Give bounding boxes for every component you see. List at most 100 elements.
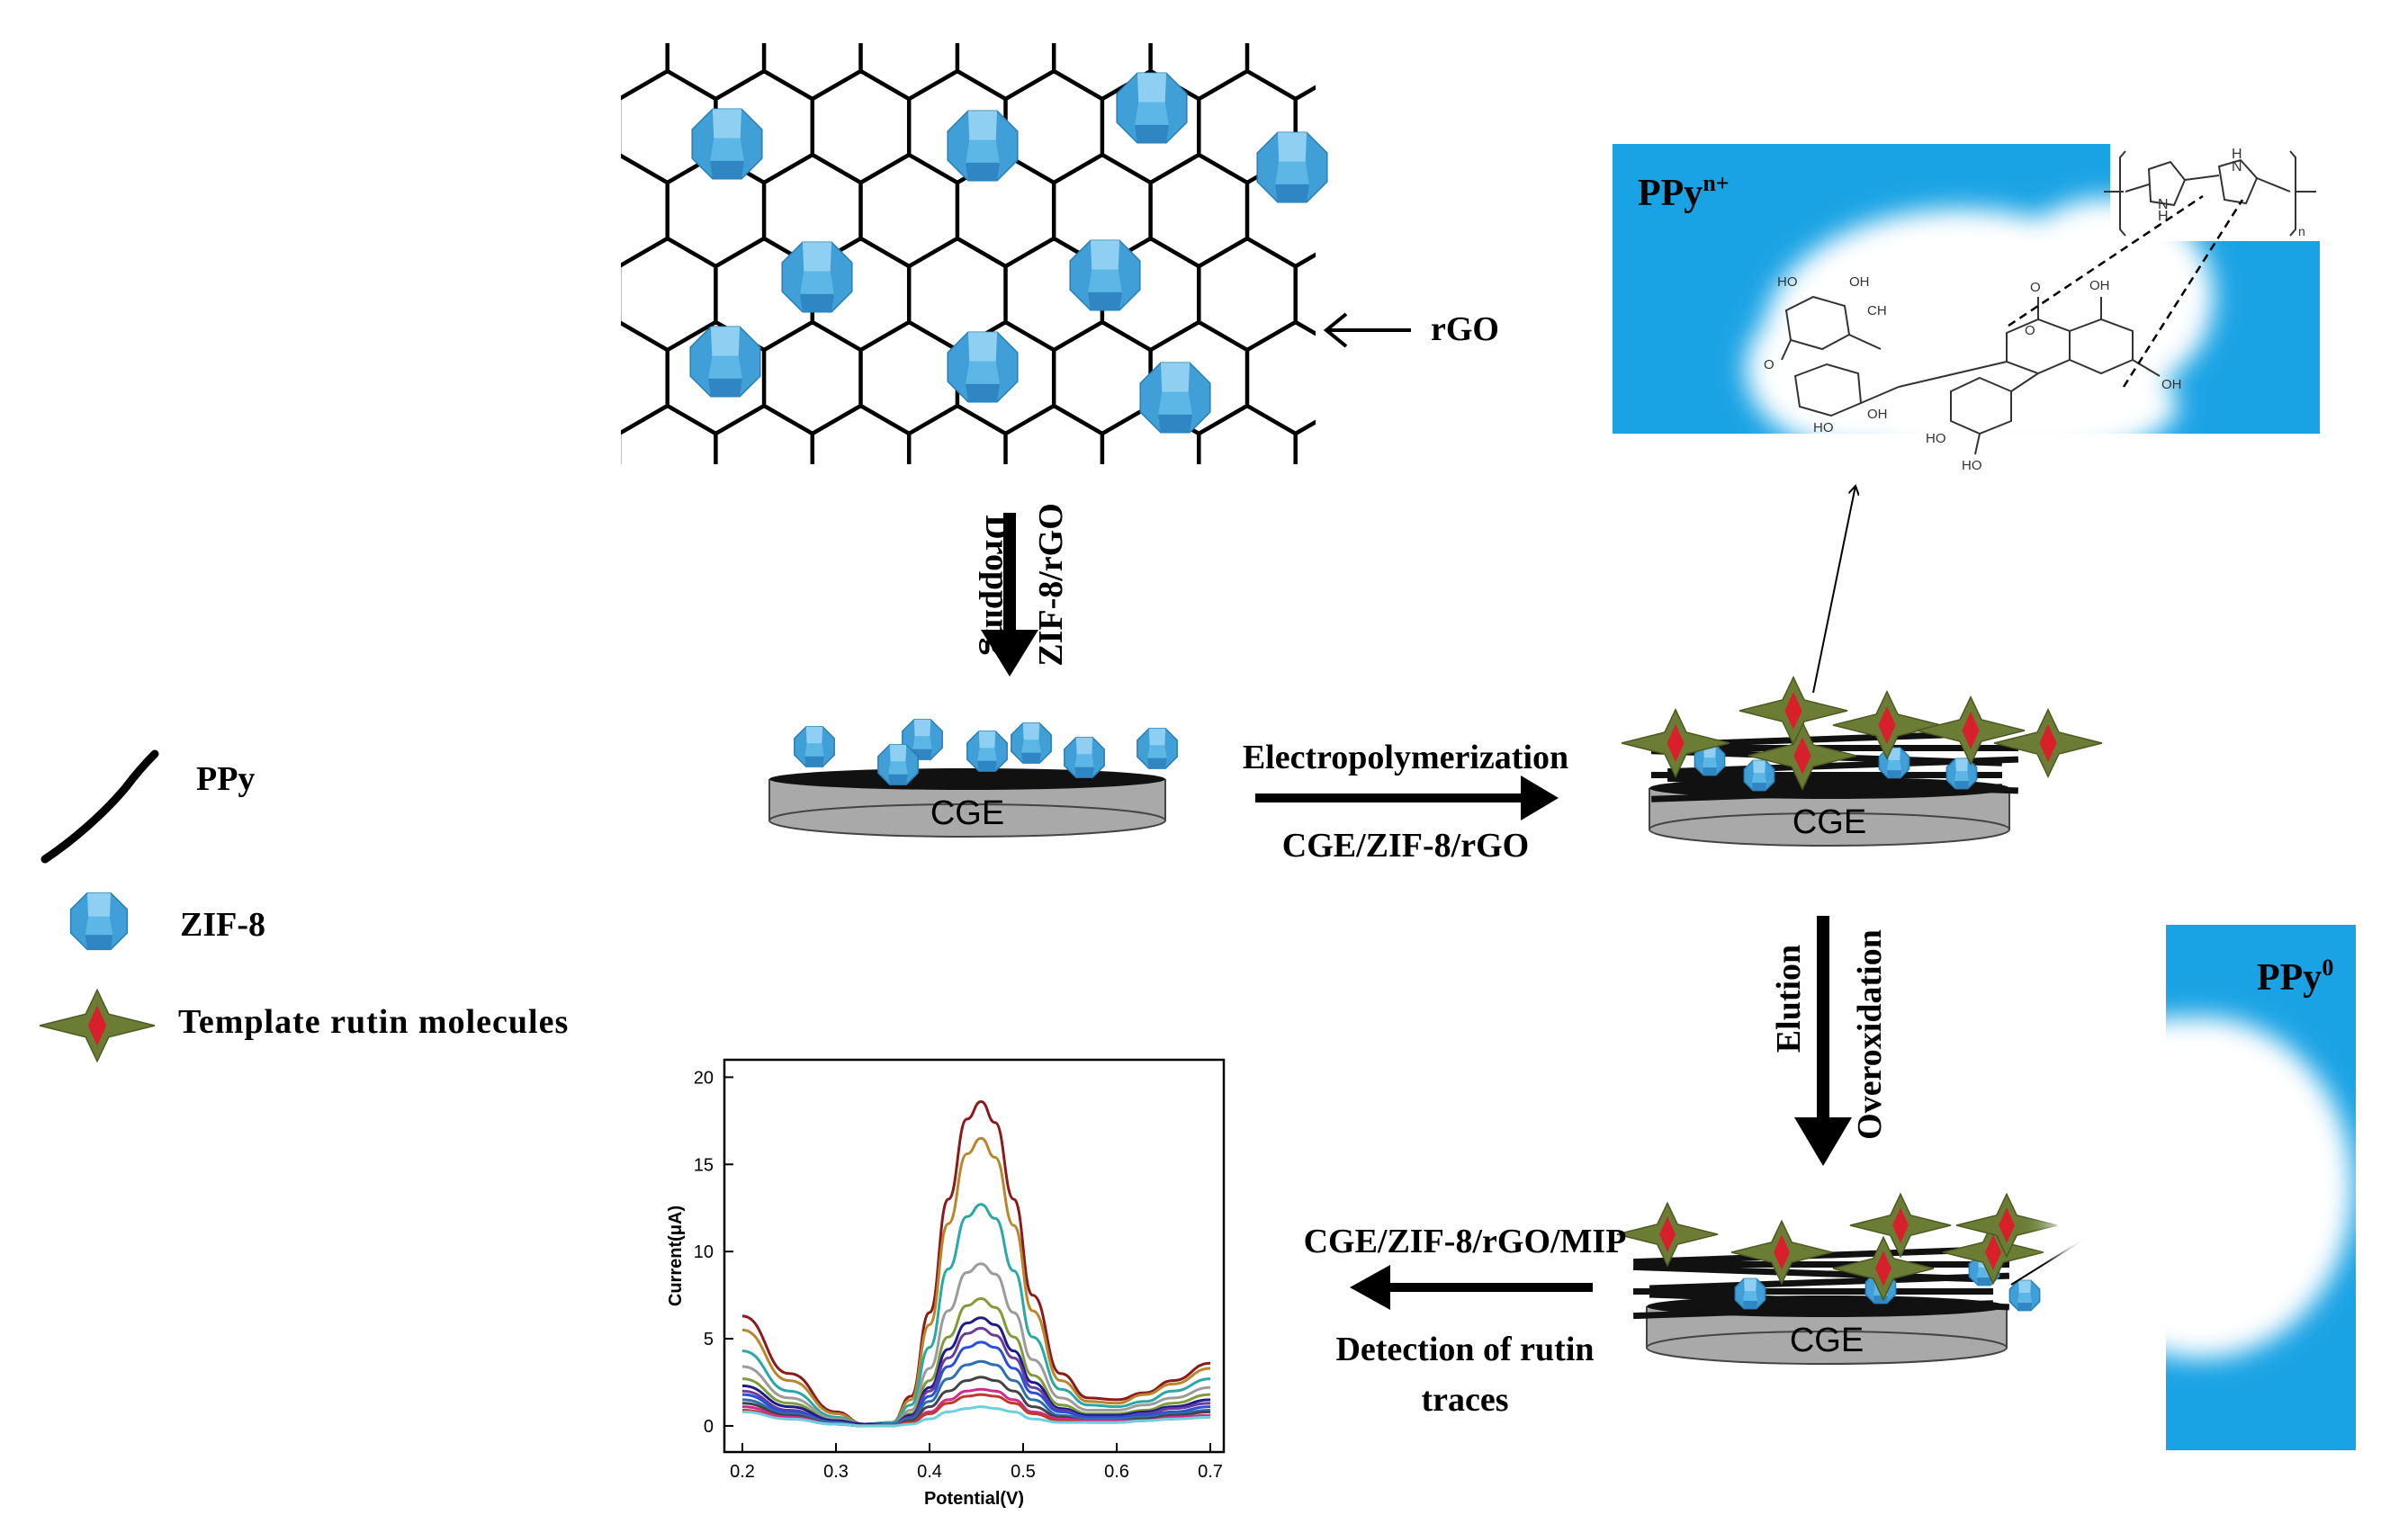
legend-zif8-symbol bbox=[69, 892, 129, 951]
template-rutin-molecule bbox=[1616, 1201, 1719, 1268]
template-rutin-molecule bbox=[1621, 708, 1730, 778]
zif8-crystal bbox=[689, 326, 761, 398]
svg-text:OH: OH bbox=[2089, 278, 2110, 293]
svg-text:OH: OH bbox=[1849, 274, 1870, 290]
zif8-crystal bbox=[691, 108, 763, 180]
electrode-label: CGE bbox=[1793, 803, 1866, 841]
y-tick-label: 15 bbox=[694, 1155, 714, 1175]
electrode-cge-zif8-rgo: CGE bbox=[768, 719, 1178, 838]
zif8-crystal bbox=[947, 110, 1019, 182]
x-tick-label: 0.5 bbox=[1011, 1462, 1036, 1482]
dropping-label: Dropping bbox=[978, 515, 1016, 655]
legend-ppy-label: PPy bbox=[196, 760, 255, 798]
svg-text:HO: HO bbox=[1962, 458, 1982, 473]
svg-text:H: H bbox=[2232, 147, 2242, 162]
elution-arrow bbox=[1794, 916, 1852, 1166]
zif8-crystal bbox=[781, 241, 853, 313]
electropolymerization-label: Electropolymerization bbox=[1243, 739, 1568, 776]
cge-zif8-rgo-label: CGE/ZIF-8/rGO bbox=[1282, 827, 1529, 865]
template-rutin-molecule bbox=[1942, 1219, 2044, 1286]
zif8-crystal bbox=[1743, 759, 1775, 792]
polypyrrole-structure: H N H N n bbox=[2104, 144, 2320, 241]
zif8-crystal bbox=[966, 731, 1008, 772]
ppy-neutral-panel: PPy0 bbox=[2047, 925, 2356, 1450]
x-tick-label: 0.7 bbox=[1198, 1462, 1223, 1482]
rgo-label: rGO bbox=[1431, 310, 1499, 348]
electrode-label: CGE bbox=[1790, 1322, 1864, 1359]
svg-text:HO: HO bbox=[1777, 274, 1798, 290]
template-rutin-molecule bbox=[1739, 676, 1848, 746]
svg-text:OH: OH bbox=[2161, 377, 2182, 392]
svg-text:n: n bbox=[2298, 224, 2305, 238]
svg-text:O: O bbox=[2025, 323, 2035, 338]
template-rutin-molecule bbox=[1730, 1219, 1833, 1286]
zif8-crystal bbox=[1945, 758, 1978, 790]
template-rutin-molecule bbox=[1916, 695, 2026, 766]
electrode-with-ppy-template: CGE bbox=[1621, 676, 2103, 847]
zif8-crystal bbox=[794, 726, 835, 767]
zif8-crystal bbox=[69, 892, 129, 951]
svg-text:HO: HO bbox=[1926, 431, 1946, 446]
ppy-neutral-label: PPy0 bbox=[2257, 955, 2333, 999]
x-tick-label: 0.3 bbox=[823, 1462, 849, 1482]
zif8-crystal bbox=[902, 719, 943, 760]
ppy-oxidized-label: PPyn+ bbox=[1638, 170, 1730, 214]
dropping-arrow bbox=[981, 513, 1038, 677]
x-tick-label: 0.6 bbox=[1104, 1462, 1129, 1482]
electrode-cge-zif8-rgo-mip: CGE bbox=[1616, 1192, 2058, 1365]
series-line bbox=[741, 1405, 1211, 1428]
zif8-crystal bbox=[1734, 1278, 1766, 1310]
svg-text:N: N bbox=[2232, 159, 2242, 175]
zoom-arrow-ppy-oxidized bbox=[1812, 486, 1855, 694]
cge-zif8-rgo-mip-label: CGE/ZIF-8/rGO/MIP bbox=[1304, 1223, 1627, 1260]
zif8-crystal bbox=[1694, 744, 1726, 776]
legend-template-label: Template rutin molecules bbox=[178, 1003, 569, 1041]
zif8-crystal bbox=[1256, 131, 1328, 203]
legend-zif8-label: ZIF-8 bbox=[180, 906, 265, 944]
svg-text:O: O bbox=[1764, 357, 1775, 372]
series-line bbox=[741, 1316, 1211, 1426]
zif8-crystal bbox=[1137, 728, 1178, 769]
legend-ppy-symbol bbox=[40, 749, 159, 864]
svg-text:CH: CH bbox=[1867, 303, 1887, 318]
legend-template-symbol bbox=[39, 988, 156, 1063]
y-axis-label: Current(μA) bbox=[666, 1206, 686, 1306]
ppy-oxidized-panel: PPyn+ H N H N n bbox=[1613, 144, 2320, 473]
x-tick-label: 0.2 bbox=[730, 1462, 755, 1482]
svg-text:H: H bbox=[2158, 209, 2169, 224]
template-rutin-molecule bbox=[1849, 1192, 1952, 1259]
rgo-pointer: rGO bbox=[1323, 310, 1499, 348]
elution-label: Elution bbox=[1770, 945, 1808, 1053]
y-tick-label: 5 bbox=[704, 1330, 714, 1349]
zif8-crystal bbox=[1139, 362, 1211, 434]
rgo-sheet bbox=[621, 43, 1328, 464]
detection-label-line2: traces bbox=[1421, 1381, 1508, 1419]
electropolymerization-arrow bbox=[1255, 775, 1559, 820]
zif8-crystal bbox=[1069, 239, 1141, 311]
rutin-structure: O O OH OH HO HO HO OH CH O HO OH bbox=[1764, 274, 2182, 473]
svg-text:HO: HO bbox=[1813, 420, 1834, 435]
y-tick-label: 20 bbox=[694, 1068, 714, 1088]
zif8-crystal bbox=[877, 744, 919, 785]
svg-text:OH: OH bbox=[1867, 407, 1888, 422]
x-axis-label: Potential(V) bbox=[924, 1489, 1024, 1509]
zif8-rgo-label: ZIF-8/rGO bbox=[1032, 503, 1070, 667]
zif8-crystal bbox=[2008, 1279, 2041, 1312]
detection-arrow bbox=[1350, 1265, 1593, 1310]
svg-text:N: N bbox=[2158, 197, 2169, 212]
zif8-crystal bbox=[1116, 72, 1188, 144]
template-rutin-molecule bbox=[1832, 1235, 1935, 1302]
template-rutin-molecule bbox=[1993, 708, 2103, 778]
y-tick-label: 0 bbox=[704, 1417, 714, 1437]
electrode-label: CGE bbox=[930, 794, 1004, 832]
template-rutin-molecule bbox=[39, 988, 156, 1063]
zif8-crystal bbox=[1011, 722, 1052, 764]
legend: PPy ZIF-8 Template rutin molecules bbox=[39, 749, 569, 1063]
zif8-crystal bbox=[947, 331, 1019, 403]
x-tick-label: 0.4 bbox=[917, 1462, 942, 1482]
svg-text:O: O bbox=[2030, 280, 2041, 295]
overoxidation-label: Overoxidation bbox=[1851, 929, 1889, 1140]
detection-label-line1: Detection of rutin bbox=[1335, 1331, 1594, 1368]
